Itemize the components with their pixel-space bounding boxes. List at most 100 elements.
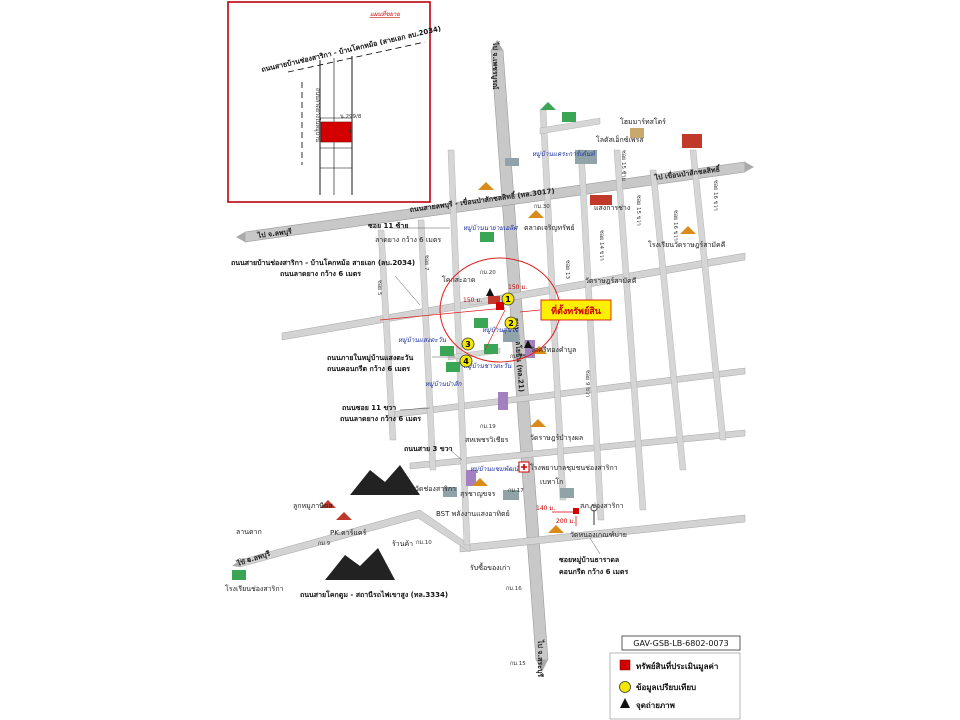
label-road-2034: ถนนสายบ้านช่องสาริกา - บ้านโคกหม้อ สายเอ… xyxy=(231,258,415,267)
label-road-3-right: ถนนสาย 3 ขวา xyxy=(404,445,453,453)
place-wat-chong: วัดราษฎร์บำรุงผล xyxy=(530,434,583,442)
school-icon xyxy=(232,570,246,580)
road-soi11-right xyxy=(389,367,746,419)
place-km16: กม.16 xyxy=(506,586,522,592)
place-km15: กม.15 xyxy=(510,661,526,667)
mountain-icon xyxy=(350,465,420,495)
inset-map: แผนที่ขยาย ถนนสายบ้านช่องสาริกา - บ้านโค… xyxy=(227,1,442,203)
compare-point-2 xyxy=(504,316,518,330)
village-icon xyxy=(440,346,454,356)
village-icon xyxy=(562,112,576,122)
place-rubsue: รับซื้อของเก่า xyxy=(470,561,510,572)
village-icon xyxy=(480,232,494,242)
place-village-crystal: หมู่บ้านแคระการ์เด้นท์ xyxy=(532,150,597,158)
svg-text:ซอย 9 ขวา: ซอย 9 ขวา xyxy=(584,370,591,397)
svg-text:ซอย 13: ซอย 13 xyxy=(564,260,571,280)
legend-code: GAV-GSB-LB-6802-0073 xyxy=(633,639,728,648)
building-icon xyxy=(560,488,574,498)
hospital-icon xyxy=(521,464,527,470)
place-village-sang: หมู่บ้านแสงตะวัน xyxy=(398,336,446,344)
road-arrows xyxy=(232,40,754,672)
place-km20: กม.20 xyxy=(480,270,496,276)
places: โลตัสเอ็กซ์เพรส โฮมมาร์ทสโตร์ หมู่บ้านแค… xyxy=(225,102,726,667)
temple-icon xyxy=(478,182,494,190)
legend: GAV-GSB-LB-6802-0073 ทรัพย์สินที่ประเมิน… xyxy=(609,635,741,720)
factory-icon xyxy=(682,134,702,148)
road-3-right xyxy=(409,429,746,470)
place-lotus: โลตัสเอ็กซ์เพรส xyxy=(596,135,644,144)
house-icon xyxy=(336,512,352,520)
place-shop: ร้านค้า xyxy=(392,540,413,548)
label-soi11-left-desc: ลาดยาง กว้าง 6 เมตร xyxy=(375,236,441,244)
subject-marker xyxy=(496,302,504,310)
house-icon xyxy=(320,500,336,508)
place-hospital: โรงพยาบาลชุมชนช่องสาริกา xyxy=(530,463,618,472)
place-station: สุรชาญขจร xyxy=(460,490,496,498)
photo-point-icon xyxy=(486,288,494,296)
place-km19: กม.19 xyxy=(480,424,496,430)
place-stadium: ลานตาก xyxy=(236,528,262,536)
compare-point-1-label: 1 xyxy=(505,295,511,304)
place-village-sam: หมู่บ้านแซมพัฒน์ xyxy=(470,465,520,473)
photo-point-icon xyxy=(524,340,532,348)
legend-subject-swatch xyxy=(619,659,631,671)
label-to-south: ไป จ.สระบุรี xyxy=(536,639,545,677)
inset-plot-a: น.299/8 xyxy=(340,114,362,120)
place-police: สภ.ช่องสาริกา xyxy=(580,502,624,510)
building-icon xyxy=(575,150,597,164)
label-village-road-desc: ถนนคอนกรีต กว้าง 6 เมตร xyxy=(327,364,410,373)
label-road-3334: ถนนสายโคกตูม - สถานีรถไฟเขาสูง (ทล.3334) xyxy=(300,590,448,600)
temple-icon xyxy=(530,419,546,427)
place-wat-pho: วัดหนองเกณฑ์บ่าย xyxy=(570,531,627,539)
inset-subject-plot xyxy=(320,121,352,143)
factory-icon xyxy=(525,340,535,358)
place-km17: กม.17 xyxy=(508,488,524,494)
label-soi-village-desc: คอนกรีต กว้าง 6 เมตร xyxy=(559,567,628,576)
compare-point-4-label: 4 xyxy=(463,357,469,366)
distance-3: 140 ม. xyxy=(536,505,555,512)
place-km9: กม.9 xyxy=(318,541,331,547)
place-wat-kong: วัดศรีทองคำบูล xyxy=(530,346,576,354)
place-school-sw: โรงเรียนช่องสาริกา xyxy=(225,584,284,593)
building-icon xyxy=(503,490,519,500)
legend-code-box xyxy=(621,635,741,651)
label-village-road: ถนนภายในหมู่บ้านแสงตะวัน xyxy=(327,353,413,363)
svg-text:ซอย 7: ซอย 7 xyxy=(423,255,430,271)
village-icon xyxy=(484,344,498,354)
svg-text:ซอย 16 ขวา: ซอย 16 ขวา xyxy=(712,180,719,211)
village-icon xyxy=(446,362,460,372)
label-road-2034-desc: ถนนลาดยาง กว้าง 6 เมตร xyxy=(280,269,361,278)
legend-item-2: ข้อมูลเปรียบเทียบ xyxy=(636,682,696,693)
compare-point-1 xyxy=(501,292,515,306)
label-to-north: ไป จ.เพชรบูรณ์ xyxy=(490,41,500,90)
building-icon xyxy=(443,487,457,497)
place-km8: กม.8 xyxy=(238,558,251,564)
mountain-icon xyxy=(325,548,395,580)
compare-point-3 xyxy=(461,337,475,351)
building-icon xyxy=(503,330,519,342)
car-icon xyxy=(590,195,612,205)
house-icon xyxy=(488,296,500,304)
inset-road-line xyxy=(287,41,426,73)
place-cooperative: สหเพชรวิเชียร xyxy=(465,436,509,444)
temple-icon xyxy=(528,210,544,218)
place-village-sang2: หมู่บ้านชาวตะวัน xyxy=(463,362,512,370)
label-soi-village: ซอยหมู่บ้านธาราดล xyxy=(559,555,619,565)
place-makro: โฮมมาร์ทสโตร์ xyxy=(620,117,666,126)
place-market: ตลาดเจริญทรัพย์ xyxy=(524,224,575,232)
place-kokclock: โคกสะอาด xyxy=(442,275,475,284)
factory-icon xyxy=(466,470,476,486)
place-benko: เบทาโก xyxy=(540,477,563,486)
distance-2: 150 ม. xyxy=(508,284,527,291)
place-village-pasak: หมู่บ้านป่าสัก xyxy=(425,380,463,388)
road-network xyxy=(239,49,746,661)
place-school-n: โรงเรียนวัดราษฎร์สามัคคี xyxy=(648,240,726,249)
place-village-karn: หมู่บ้านนายายเอลิศ xyxy=(463,224,519,232)
place-pk: PK.คาร์แคร์ xyxy=(330,529,367,537)
svg-text:ซอย 14 ขวา: ซอย 14 ขวา xyxy=(598,230,605,261)
svg-text:ซอย 16 ขวา: ซอย 16 ขวา xyxy=(672,210,679,241)
svg-text:ซอย 15 ขวา: ซอย 15 ขวา xyxy=(635,195,642,226)
inset-title: แผนที่ขยาย xyxy=(370,9,400,18)
place-km10: กม.10 xyxy=(416,540,432,546)
